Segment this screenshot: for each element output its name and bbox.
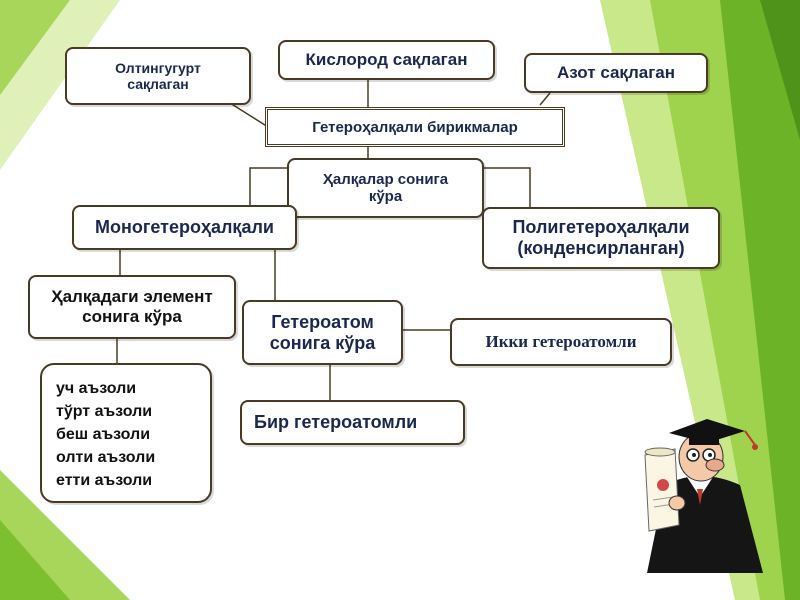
heterocyclic-compounds-label: Гетероҳалқали бирикмалар bbox=[312, 118, 518, 136]
diploma-icon bbox=[644, 447, 680, 532]
by-rings-label: Ҳалқалар сонига кўра bbox=[322, 171, 449, 205]
one-heteroatom-label: Бир гетероатомли bbox=[254, 412, 418, 432]
oxygen-containing-label: Кислород сақлаган bbox=[305, 50, 468, 69]
list-item: етти аъзоли bbox=[56, 472, 153, 489]
mono-heterocyclic-box: Моногетероҳалқали bbox=[72, 205, 297, 250]
nitrogen-containing-box: Азот сақлаган bbox=[524, 53, 708, 93]
two-heteroatom-label: Икки гетероатомли bbox=[485, 332, 637, 351]
by-heteroatom-label: Гетероатом сонига кўра bbox=[269, 311, 376, 353]
ring-members-list: уч аъзоли тўрт аъзоли беш аъзоли олти аъ… bbox=[56, 377, 155, 492]
by-heteroatom-box: Гетероатом сонига кўра bbox=[242, 300, 403, 365]
list-item: уч аъзоли bbox=[56, 380, 137, 397]
poly-heterocyclic-box: Полигетероҳалқали (конденсирланган) bbox=[482, 207, 720, 269]
two-heteroatom-box: Икки гетероатомли bbox=[450, 318, 672, 366]
nitrogen-containing-label: Азот сақлаган bbox=[557, 63, 675, 82]
by-ring-element-box: Ҳалқадаги элемент сонига кўра bbox=[28, 275, 236, 339]
by-ring-element-label: Ҳалқадаги элемент сонига кўра bbox=[51, 287, 213, 326]
list-item: тўрт аъзоли bbox=[56, 403, 153, 420]
ring-members-box: уч аъзоли тўрт аъзоли беш аъзоли олти аъ… bbox=[40, 363, 212, 503]
sulfur-containing-label: Олтингугурт сақлаган bbox=[115, 60, 201, 92]
professor-icon bbox=[644, 419, 763, 573]
one-heteroatom-box: Бир гетероатомли bbox=[240, 400, 465, 445]
poly-heterocyclic-label: Полигетероҳалқали (конденсирланган) bbox=[512, 217, 690, 258]
oxygen-containing-box: Кислород сақлаган bbox=[278, 40, 495, 80]
mono-heterocyclic-label: Моногетероҳалқали bbox=[95, 217, 274, 237]
list-item: беш аъзоли bbox=[56, 426, 151, 443]
heterocyclic-compounds-box: Гетероҳалқали бирикмалар bbox=[265, 107, 565, 147]
list-item: олти аъзоли bbox=[56, 449, 156, 466]
sulfur-containing-box: Олтингугурт сақлаган bbox=[65, 47, 251, 105]
by-rings-box: Ҳалқалар сонига кўра bbox=[287, 158, 484, 218]
